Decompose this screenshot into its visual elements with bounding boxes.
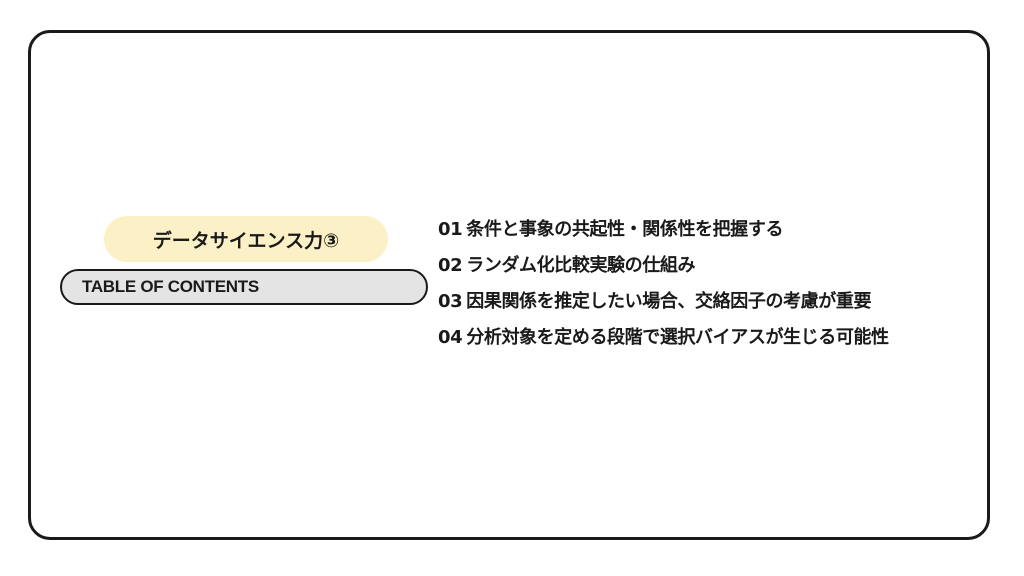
- toc-item-number: 02: [438, 255, 463, 276]
- toc-item-text: ランダム化比較実験の仕組み: [466, 255, 696, 276]
- toc-item-text: 因果関係を推定したい場合、交絡因子の考慮が重要: [466, 291, 872, 312]
- toc-item-number: 04: [438, 327, 463, 348]
- toc-item-text: 条件と事象の共起性・関係性を把握する: [466, 219, 784, 240]
- toc-item-text: 分析対象を定める段階で選択バイアスが生じる可能性: [466, 327, 889, 348]
- toc-heading: TABLE OF CONTENTS: [60, 269, 428, 305]
- slide-title: データサイエンス力③: [104, 216, 388, 262]
- toc-item-number: 03: [438, 291, 463, 312]
- toc-item-number: 01: [438, 219, 463, 240]
